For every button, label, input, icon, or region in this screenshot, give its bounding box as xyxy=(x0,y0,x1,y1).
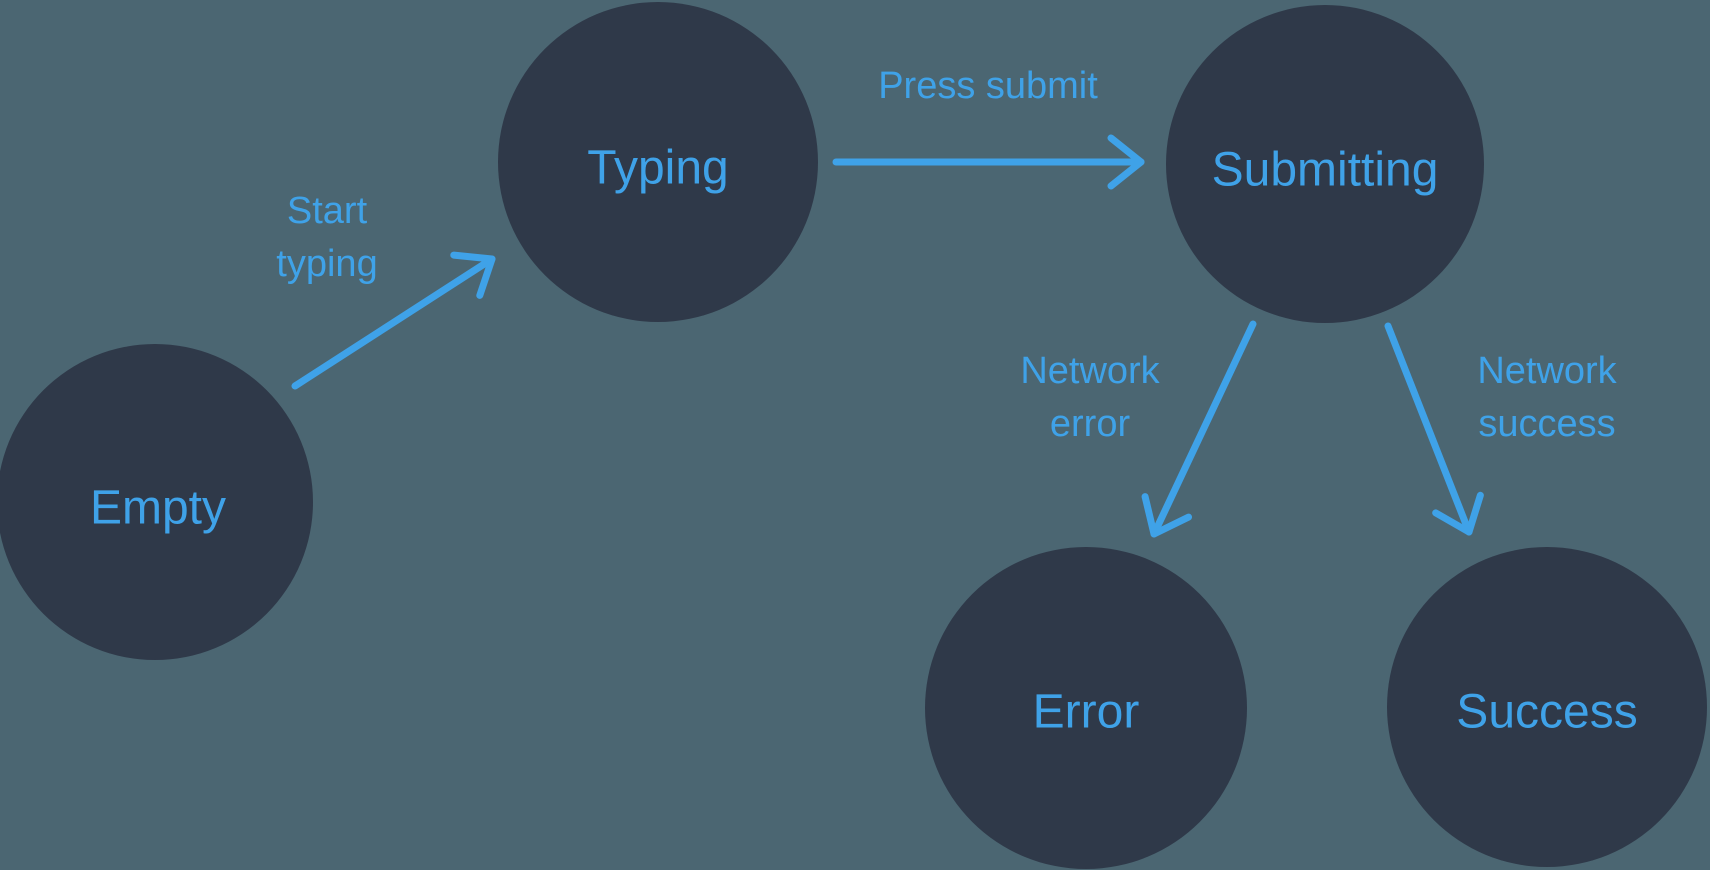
state-circle-typing xyxy=(498,2,818,322)
arrow-network-error-icon xyxy=(1141,320,1257,538)
state-circle-error xyxy=(925,547,1247,869)
state-node-typing: Typing xyxy=(498,2,818,322)
state-node-success: Success xyxy=(1387,547,1707,867)
transition-press-submit: Press submit xyxy=(832,65,1145,190)
transition-label-start-typing-line2: typing xyxy=(276,243,377,285)
state-label-error: Error xyxy=(1033,686,1140,739)
state-node-error: Error xyxy=(925,547,1247,869)
state-label-empty: Empty xyxy=(90,482,226,535)
state-circle-success xyxy=(1387,547,1707,867)
state-label-success: Success xyxy=(1456,686,1637,739)
state-label-typing: Typing xyxy=(587,142,728,195)
transition-label-network-success-line2: success xyxy=(1478,403,1615,445)
arrow-network-success-icon xyxy=(1384,322,1484,536)
state-circle-empty xyxy=(0,344,313,660)
transition-network-success: Network success xyxy=(1384,322,1618,536)
state-node-submitting: Submitting xyxy=(1166,5,1484,323)
state-label-submitting: Submitting xyxy=(1212,144,1439,197)
transition-label-network-success-line1: Network xyxy=(1477,350,1617,392)
transition-network-error: Network error xyxy=(1020,320,1257,538)
state-circle-submitting xyxy=(1166,5,1484,323)
transition-label-network-error-line1: Network xyxy=(1020,350,1160,392)
transition-start-typing: Start typing xyxy=(276,190,496,390)
state-node-empty: Empty xyxy=(0,344,313,660)
transition-label-press-submit: Press submit xyxy=(878,65,1098,107)
arrow-start-typing-icon xyxy=(291,251,496,390)
transition-label-start-typing-line1: Start xyxy=(287,190,368,232)
transition-label-network-error-line2: error xyxy=(1050,403,1131,445)
